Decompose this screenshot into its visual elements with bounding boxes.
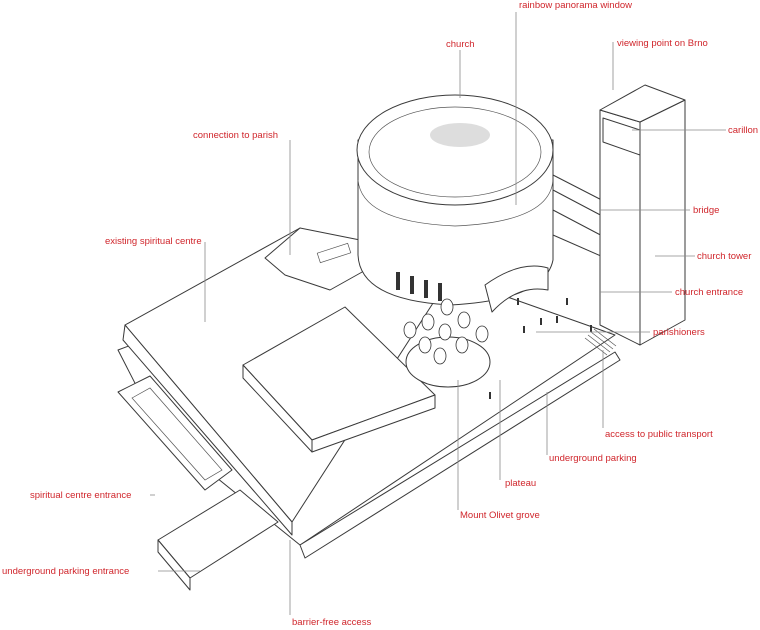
label-connection-to-parish: connection to parish	[193, 130, 278, 141]
label-parishioners: parishioners	[653, 327, 705, 338]
church-tower-top	[599, 84, 686, 123]
grove-platform	[405, 336, 491, 388]
carillon-opening	[602, 117, 641, 156]
label-church-entrance: church entrance	[675, 287, 743, 298]
church-roof-shading	[430, 123, 490, 147]
church-band	[357, 179, 554, 227]
church-slot-windows	[396, 272, 442, 301]
underground-parking-strip	[299, 351, 621, 559]
grove-trees	[403, 298, 489, 365]
parking-entrance-side	[157, 539, 191, 591]
parishioner-figures	[489, 298, 592, 399]
label-viewing-point: viewing point on Brno	[617, 38, 708, 49]
label-rainbow-panorama-window: rainbow panorama window	[519, 0, 632, 11]
parish-skylight	[316, 242, 352, 264]
church-entrance-wall	[484, 265, 549, 313]
building-drawing	[117, 84, 686, 591]
spiritual-centre-front-face	[122, 324, 293, 536]
inner-block-right	[311, 394, 436, 453]
label-plateau: plateau	[505, 478, 536, 489]
church-roof-ring	[356, 94, 554, 206]
spiritual-entrance-inner	[131, 387, 223, 481]
spiritual-entrance-ramp	[117, 375, 233, 491]
label-spiritual-centre-entrance: spiritual centre entrance	[30, 490, 131, 501]
label-access-public-transport: access to public transport	[605, 429, 713, 440]
label-barrier-free-access: barrier-free access	[292, 617, 371, 628]
church-roof-inner	[368, 106, 542, 198]
label-church-tower: church tower	[697, 251, 751, 262]
label-existing-spiritual-centre: existing spiritual centre	[105, 236, 202, 247]
label-bridge: bridge	[693, 205, 719, 216]
label-mount-olivet-grove: Mount Olivet grove	[460, 510, 540, 521]
label-underground-parking-entrance: underground parking entrance	[2, 566, 129, 577]
leader-lines	[150, 12, 726, 615]
label-carillon: carillon	[728, 125, 758, 136]
church-tower-side	[639, 99, 686, 346]
label-underground-parking: underground parking	[549, 453, 637, 464]
label-church: church	[446, 39, 475, 50]
